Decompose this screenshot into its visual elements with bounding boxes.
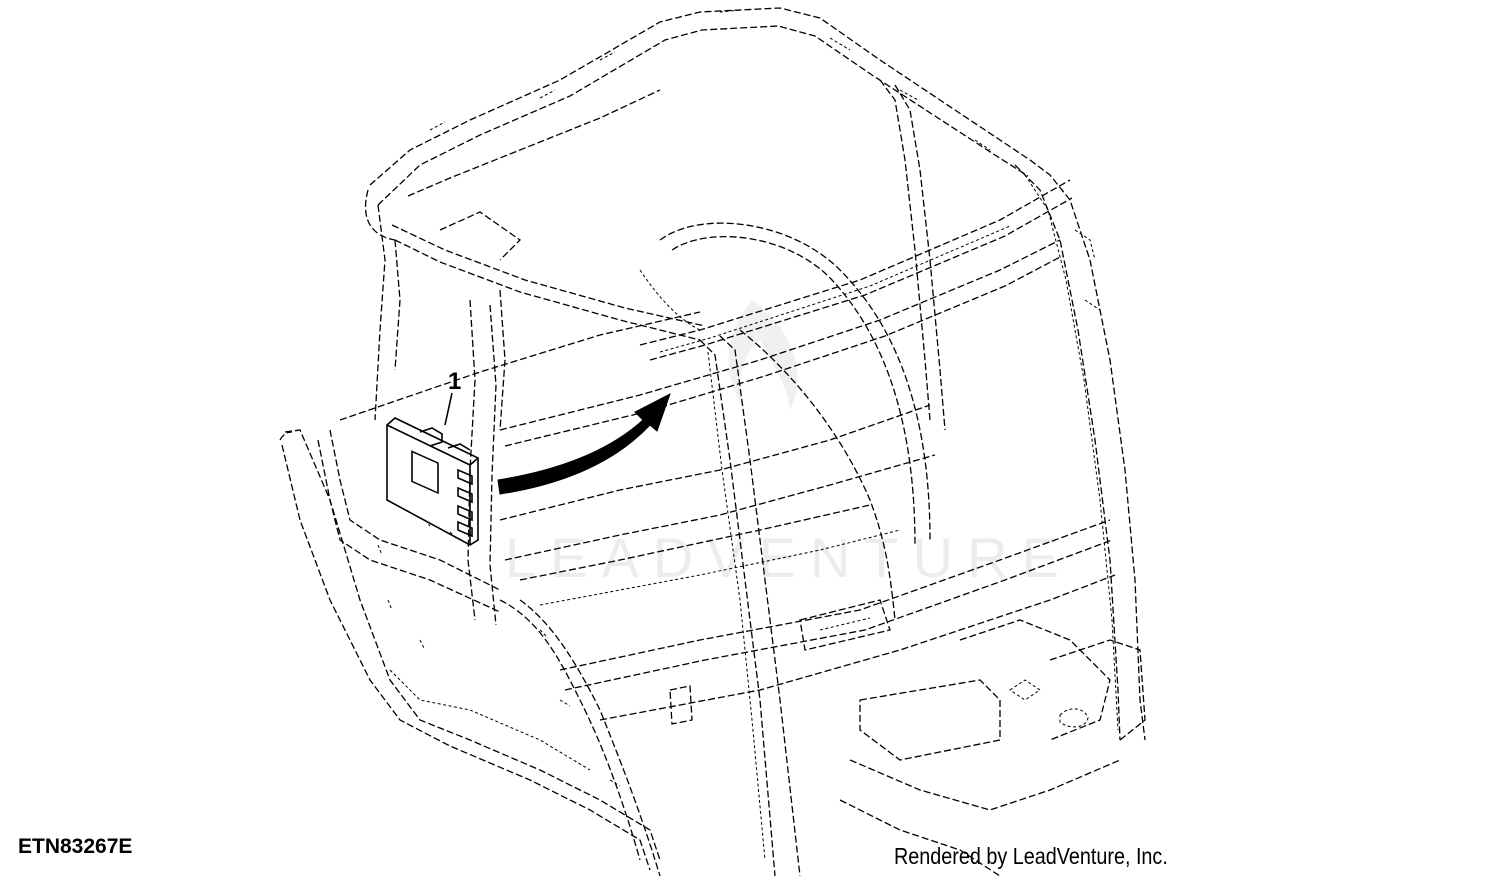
watermark-text: LEADVENTURE — [505, 526, 1073, 589]
controller-module — [386, 417, 479, 546]
movement-arrow — [497, 392, 671, 495]
cross-members — [339, 239, 1116, 721]
watermark-logo-icon — [728, 300, 798, 410]
callout-leader-line — [444, 392, 453, 426]
cab-floor — [669, 599, 1121, 876]
left-door-panel — [279, 429, 661, 876]
render-credit: Rendered by LeadVenture, Inc. — [894, 843, 1168, 869]
watermark: LEADVENTURE — [505, 300, 1073, 589]
cab-frame-right — [879, 79, 1146, 741]
callout-1: 1 — [444, 368, 461, 426]
callout-number-1: 1 — [448, 368, 461, 395]
cab-frame-left — [317, 204, 506, 626]
rear-window-arch — [639, 222, 931, 621]
center-pillar — [639, 179, 1073, 876]
cab-roof — [364, 7, 1031, 341]
figure-id-label: ETN83267E — [18, 835, 133, 858]
